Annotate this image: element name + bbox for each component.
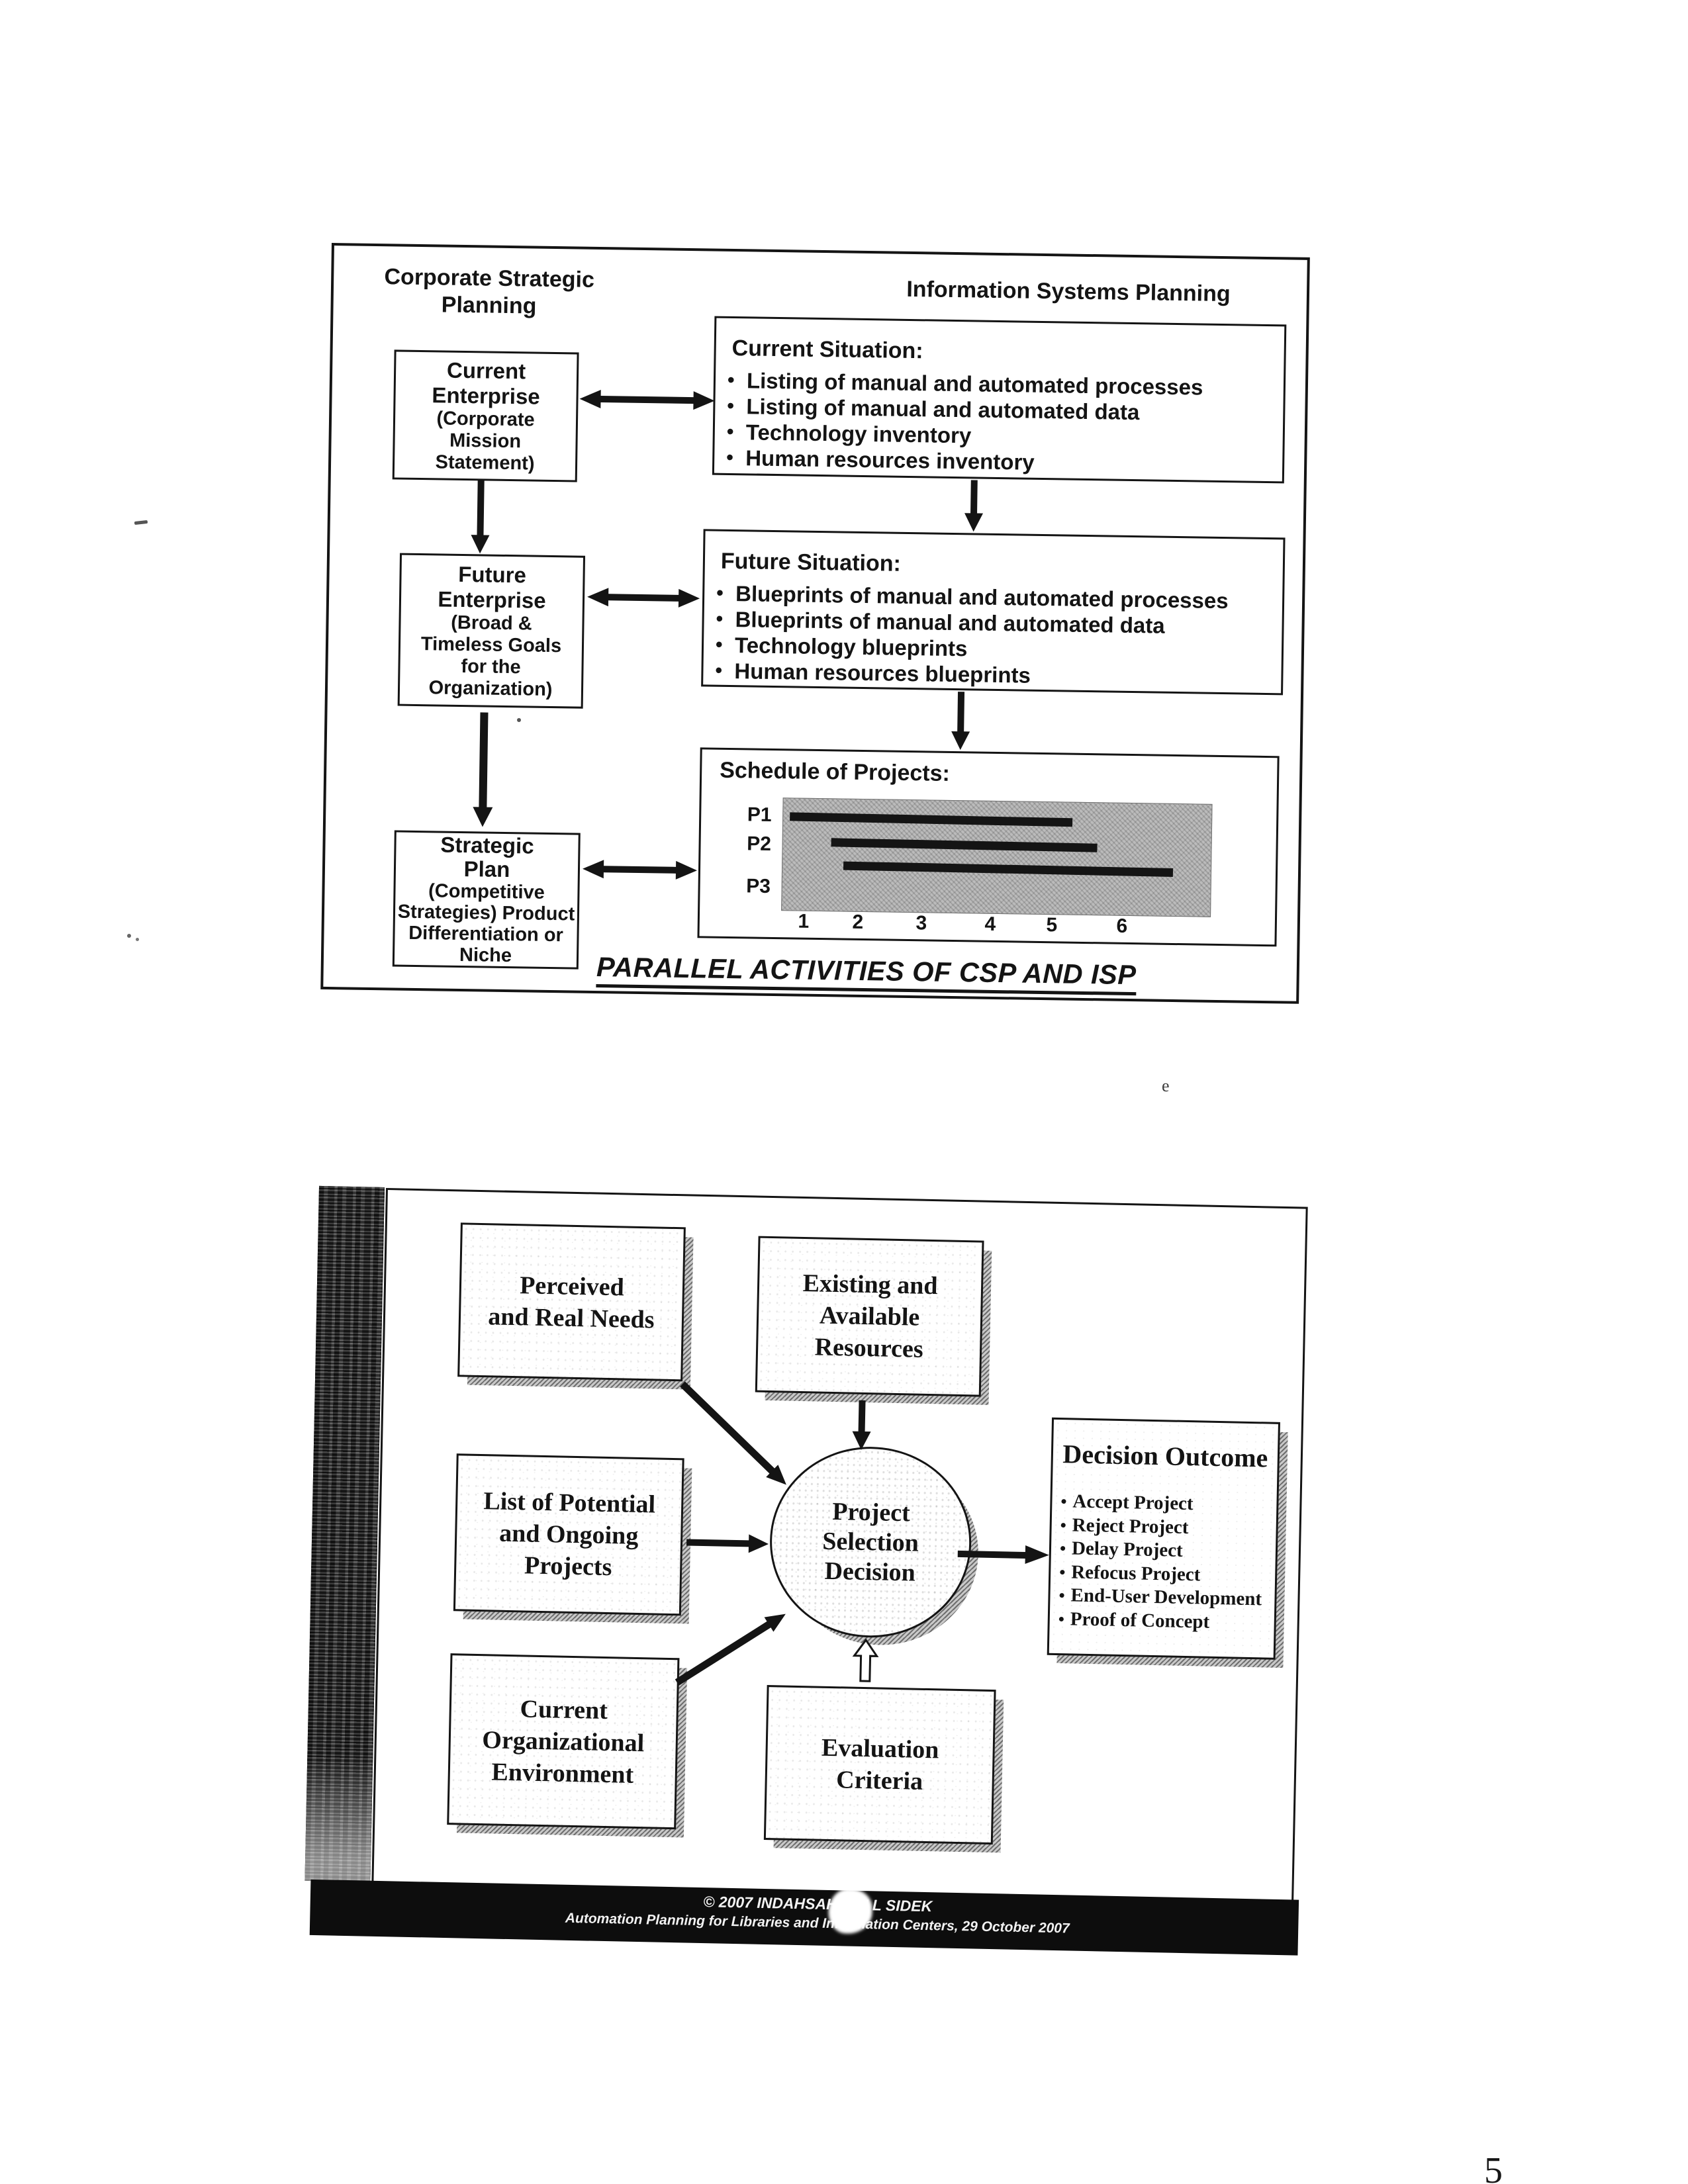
list-item: Proof of Concept (1049, 1607, 1274, 1635)
scan-speck (136, 938, 139, 941)
heading-information-systems-planning: Information Systems Planning (906, 276, 1231, 307)
scan-speck (134, 520, 148, 525)
arrow-current-to-future-situation (964, 480, 984, 532)
diagram-project-selection: Perceived and Real Needs Existing and Av… (305, 1185, 1308, 1956)
heading-corporate-strategic-planning: Corporate Strategic Planning (384, 264, 595, 319)
arrow-existing-to-circle (852, 1400, 871, 1450)
circle-project-selection-decision: Project Selection Decision (768, 1445, 974, 1640)
arrow-future-situation-to-schedule (951, 692, 970, 751)
gantt-axis-tick: 6 (1116, 915, 1128, 937)
gantt-axis-tick: 1 (798, 910, 810, 933)
arrow-current-enterprise-current-situation (579, 390, 715, 410)
box-list-of-potential-and-ongoing-projects: List of Potential and Ongoing Projects (453, 1453, 684, 1616)
current-situation-list: Listing of manual and automated processe… (714, 367, 1277, 479)
decision-outcome-list: Accept Project Reject Project Delay Proj… (1049, 1490, 1276, 1635)
future-situation-title: Future Situation: (720, 548, 902, 576)
future-situation-list: Blueprints of manual and automated proce… (703, 580, 1276, 692)
gantt-axis-tick: 4 (984, 913, 996, 935)
box-title: Future Enterprise (438, 561, 546, 613)
box-title: Strategic Plan (440, 832, 534, 882)
box-title: Current Enterprise (432, 357, 540, 409)
page-number: 5 (1484, 2150, 1503, 2184)
gantt-row-label: P2 (746, 833, 772, 855)
gantt-axis-tick: 2 (852, 911, 864, 934)
arrow-current-to-future-enterprise (471, 479, 490, 554)
box-perceived-and-real-needs: Perceived and Real Needs (457, 1222, 686, 1382)
arrow-list-to-circle (686, 1534, 769, 1553)
scan-stray-mark: e (1162, 1076, 1170, 1095)
slide-footer-bar: © 2007 INDAHSAHAYU L SIDEK Automation Pl… (309, 1879, 1299, 1956)
gantt-bars (702, 749, 1278, 877)
box-existing-and-available-resources: Existing and Available Resources (755, 1236, 984, 1397)
scan-edge-strip (305, 1185, 385, 1882)
arrow-environment-to-circle (675, 1614, 786, 1686)
caption-parallel-activities: PARALLEL ACTIVITIES OF CSP AND ISP (588, 951, 1145, 996)
box-subtitle: (Corporate Mission Statement) (435, 407, 535, 475)
box-evaluation-criteria: Evaluation Criteria (763, 1685, 996, 1845)
gantt-axis-tick: 5 (1046, 914, 1058, 936)
arrow-future-enterprise-future-situation (587, 588, 700, 608)
box-subtitle: (Competitive Strategies) Product Differe… (397, 880, 575, 967)
schedule-title: Schedule of Projects: (719, 757, 951, 786)
scan-speck (517, 718, 521, 722)
diagram-csp-isp: Corporate Strategic Planning Information… (320, 243, 1310, 1004)
box-decision-outcome: Decision Outcome Accept Project Reject P… (1047, 1417, 1280, 1660)
gantt-row-label: P1 (747, 803, 772, 826)
decision-outcome-title: Decision Outcome (1062, 1439, 1268, 1473)
box-subtitle: (Broad & Timeless Goals for the Organiza… (420, 612, 562, 700)
arrow-future-enterprise-to-strategic-plan (473, 712, 493, 827)
arrow-strategic-plan-schedule (583, 860, 697, 880)
box-current-organizational-environment: Current Organizational Environment (447, 1653, 680, 1830)
box-current-situation: Current Situation: Listing of manual and… (712, 316, 1287, 484)
box-schedule-of-projects: Schedule of Projects: P1 P2 P3 1 2 3 4 5… (697, 747, 1280, 947)
box-current-enterprise: Current Enterprise (Corporate Mission St… (392, 349, 579, 482)
current-situation-title: Current Situation: (731, 335, 923, 364)
box-future-situation: Future Situation: Blueprints of manual a… (701, 529, 1286, 696)
box-strategic-plan: Strategic Plan (Competitive Strategies) … (392, 830, 581, 970)
caption-text: PARALLEL ACTIVITIES OF CSP AND ISP (596, 951, 1137, 996)
gantt-row-label: P3 (746, 875, 771, 897)
arrow-evaluation-to-circle-hollow (852, 1638, 879, 1682)
gantt-axis-tick: 3 (915, 912, 927, 934)
scan-speck (127, 934, 131, 938)
box-future-enterprise: Future Enterprise (Broad & Timeless Goal… (397, 553, 586, 709)
